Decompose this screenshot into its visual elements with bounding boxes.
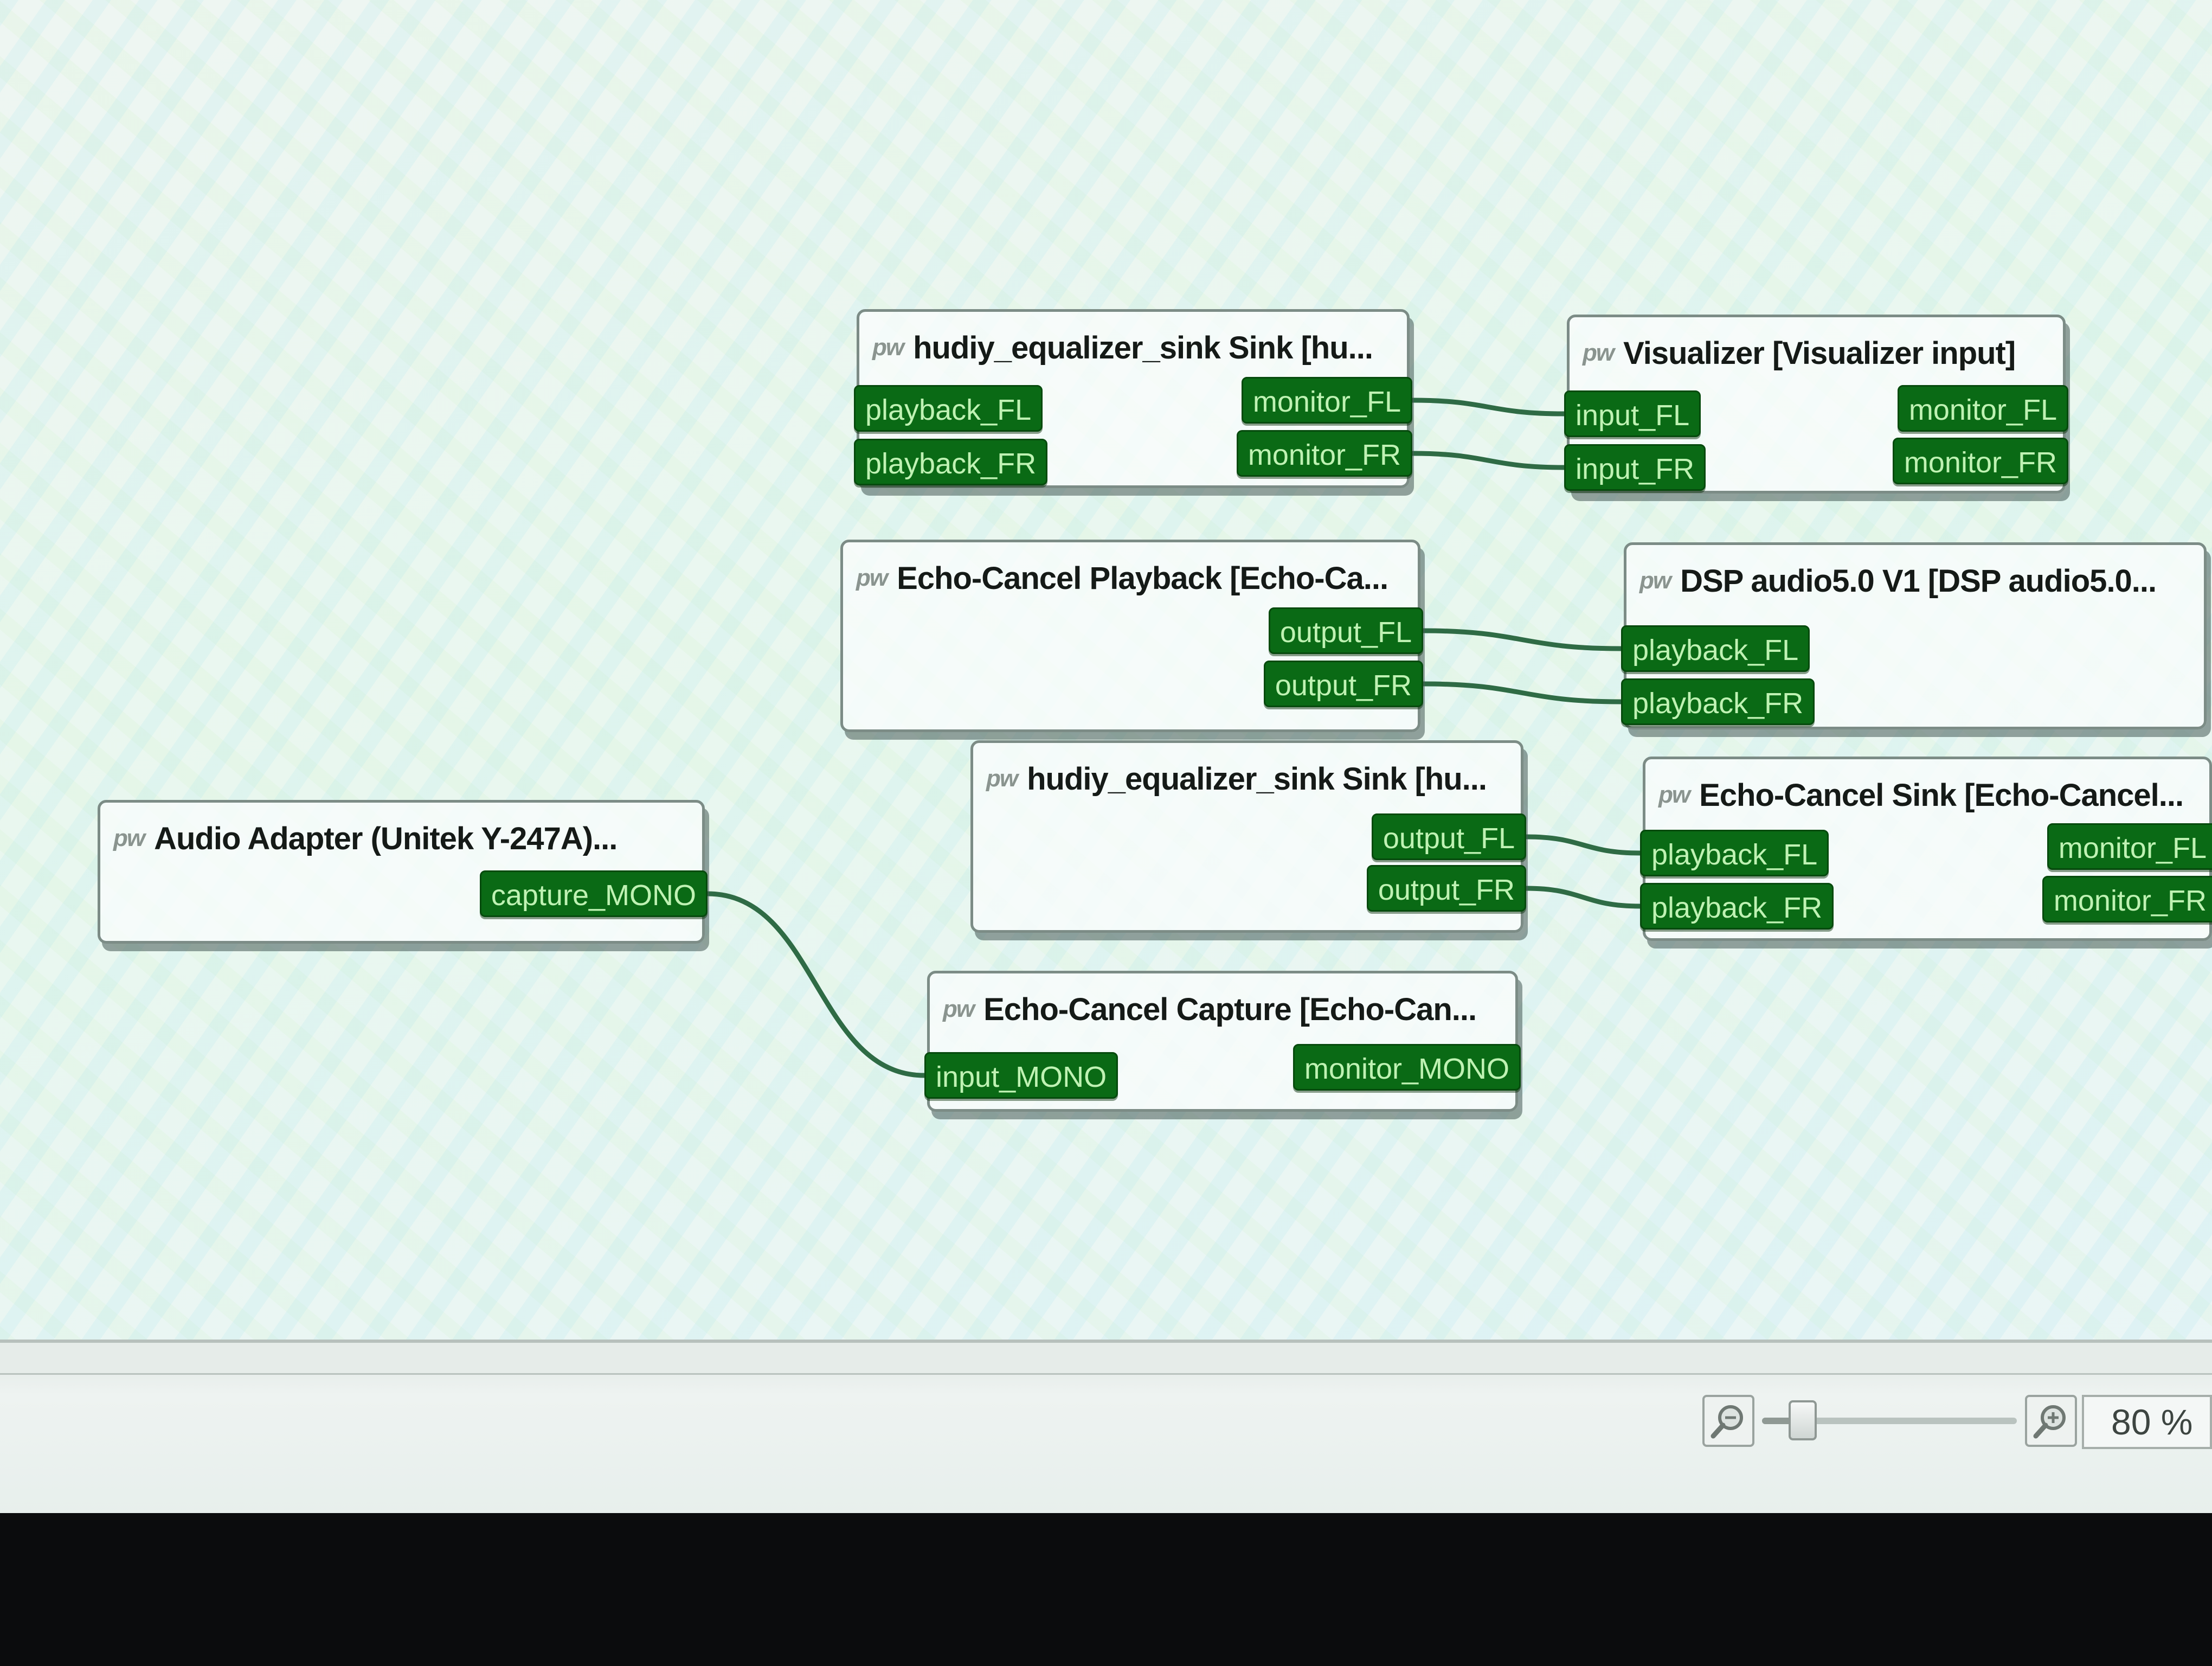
port-output-monitor-fr[interactable]: monitor_FR bbox=[1892, 438, 2068, 484]
node-title: Echo-Cancel Capture [Echo-Can... bbox=[983, 991, 1477, 1027]
node-audio-adapter[interactable]: pw Audio Adapter (Unitek Y-247A)... capt… bbox=[98, 800, 708, 944]
pipewire-icon: pw bbox=[943, 996, 975, 1022]
port-input-playback-fr[interactable]: playback_FR bbox=[854, 439, 1048, 485]
zoom-percent-field[interactable]: 80 % bbox=[2082, 1395, 2212, 1449]
link-wire[interactable] bbox=[1423, 628, 1622, 651]
node-echo-cancel-sink[interactable]: pw Echo-Cancel Sink [Echo-Cancel... play… bbox=[1640, 757, 2212, 941]
port-output-capture-mono[interactable]: capture_MONO bbox=[479, 870, 708, 917]
port-input-playback-fl[interactable]: playback_FL bbox=[1621, 625, 1810, 672]
port-output-monitor-fl[interactable]: monitor_FL bbox=[2047, 823, 2212, 870]
port-input-input-mono[interactable]: input_MONO bbox=[924, 1052, 1118, 1099]
node-header[interactable]: pw DSP audio5.0 V1 [DSP audio5.0... bbox=[1639, 559, 2157, 603]
graph-canvas[interactable]: pw hudiy_equalizer_sink Sink [hu... play… bbox=[0, 0, 2212, 1377]
node-header[interactable]: pw Echo-Cancel Playback [Echo-Ca... bbox=[856, 556, 1388, 600]
zoom-in-icon bbox=[2033, 1405, 2066, 1439]
monitor-bezel bbox=[0, 1513, 2212, 1666]
link-wire[interactable] bbox=[1526, 886, 1641, 909]
link-wire[interactable] bbox=[1423, 681, 1622, 704]
port-output-monitor-fl[interactable]: monitor_FL bbox=[1897, 385, 2068, 432]
node-dsp-audio5[interactable]: pw DSP audio5.0 V1 [DSP audio5.0... play… bbox=[1621, 542, 2207, 729]
link-wire[interactable] bbox=[707, 891, 925, 1078]
node-title: Audio Adapter (Unitek Y-247A)... bbox=[154, 821, 618, 856]
link-wire[interactable] bbox=[1412, 398, 1565, 416]
port-input-playback-fl[interactable]: playback_FL bbox=[854, 385, 1043, 432]
node-title: DSP audio5.0 V1 [DSP audio5.0... bbox=[1680, 563, 2157, 599]
pipewire-icon: pw bbox=[113, 825, 145, 851]
node-header[interactable]: pw Audio Adapter (Unitek Y-247A)... bbox=[113, 817, 618, 860]
pipewire-icon: pw bbox=[1658, 781, 1690, 808]
node-echo-cancel-playback[interactable]: pw Echo-Cancel Playback [Echo-Ca... outp… bbox=[840, 540, 1423, 732]
pipewire-icon: pw bbox=[1639, 567, 1671, 594]
horizontal-scrollbar[interactable] bbox=[0, 1343, 2212, 1375]
zoom-out-icon bbox=[1711, 1405, 1743, 1439]
zoom-slider-handle[interactable] bbox=[1789, 1400, 1817, 1440]
pipewire-icon: pw bbox=[856, 565, 888, 591]
node-title: Echo-Cancel Sink [Echo-Cancel... bbox=[1699, 777, 2184, 813]
port-input-input-fl[interactable]: input_FL bbox=[1564, 390, 1701, 437]
link-wire[interactable] bbox=[1526, 834, 1641, 856]
node-hudiy-equalizer-sink[interactable]: pw hudiy_equalizer_sink Sink [hu... play… bbox=[854, 309, 1412, 488]
node-title: hudiy_equalizer_sink Sink [hu... bbox=[913, 330, 1373, 366]
node-header[interactable]: pw Visualizer [Visualizer input] bbox=[1583, 331, 2016, 375]
port-input-playback-fl[interactable]: playback_FL bbox=[1640, 830, 1829, 876]
node-title: Visualizer [Visualizer input] bbox=[1623, 335, 2016, 371]
port-output-monitor-fr[interactable]: monitor_FR bbox=[1236, 430, 1412, 477]
node-header[interactable]: pw hudiy_equalizer_sink Sink [hu... bbox=[872, 326, 1373, 369]
port-output-monitor-mono[interactable]: monitor_MONO bbox=[1293, 1044, 1521, 1091]
node-title: Echo-Cancel Playback [Echo-Ca... bbox=[897, 560, 1388, 596]
pipewire-icon: pw bbox=[1583, 339, 1615, 366]
port-output-monitor-fr[interactable]: monitor_FR bbox=[2042, 876, 2212, 922]
port-output-output-fr[interactable]: output_FR bbox=[1263, 661, 1423, 707]
port-output-output-fr[interactable]: output_FR bbox=[1366, 865, 1526, 912]
pipewire-icon: pw bbox=[872, 334, 904, 361]
screen: pw hudiy_equalizer_sink Sink [hu... play… bbox=[0, 0, 2212, 1516]
zoom-out-button[interactable] bbox=[1702, 1395, 1754, 1447]
node-visualizer[interactable]: pw Visualizer [Visualizer input] input_F… bbox=[1564, 315, 2068, 494]
port-output-output-fl[interactable]: output_FL bbox=[1268, 607, 1423, 654]
pipewire-icon: pw bbox=[986, 765, 1018, 792]
node-header[interactable]: pw Echo-Cancel Capture [Echo-Can... bbox=[943, 988, 1477, 1031]
node-echo-cancel-capture[interactable]: pw Echo-Cancel Capture [Echo-Can... inpu… bbox=[924, 971, 1521, 1112]
node-title: hudiy_equalizer_sink Sink [hu... bbox=[1027, 761, 1487, 797]
node-header[interactable]: pw hudiy_equalizer_sink Sink [hu... bbox=[986, 757, 1487, 800]
port-input-playback-fr[interactable]: playback_FR bbox=[1640, 883, 1834, 930]
status-bar: 80 % bbox=[0, 1340, 2212, 1516]
port-input-playback-fr[interactable]: playback_FR bbox=[1621, 678, 1815, 725]
zoom-slider[interactable] bbox=[1762, 1400, 2017, 1440]
port-output-monitor-fl[interactable]: monitor_FL bbox=[1241, 377, 1412, 424]
zoom-in-button[interactable] bbox=[2025, 1395, 2077, 1447]
port-input-input-fr[interactable]: input_FR bbox=[1564, 444, 1706, 491]
node-hudiy-equalizer-sink-output[interactable]: pw hudiy_equalizer_sink Sink [hu... outp… bbox=[970, 740, 1526, 933]
node-header[interactable]: pw Echo-Cancel Sink [Echo-Cancel... bbox=[1658, 773, 2184, 817]
link-wire[interactable] bbox=[1412, 451, 1565, 470]
port-output-output-fl[interactable]: output_FL bbox=[1371, 813, 1526, 860]
